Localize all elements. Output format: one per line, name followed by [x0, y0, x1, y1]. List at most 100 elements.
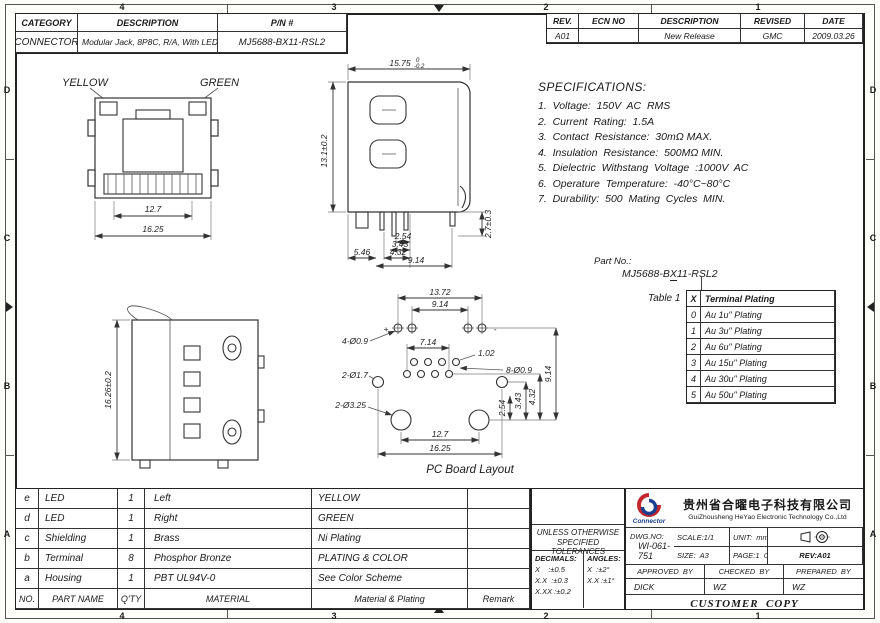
dim-1-02: 1.02 — [478, 348, 495, 358]
pcb-post-holes: 2-Ø3.25 — [334, 400, 490, 431]
terminal-plating-table: X Terminal Plating 0 Au 1u" Plating 1 Au… — [686, 290, 836, 404]
table1-cell: 2 — [687, 339, 701, 355]
bom-cell-material: Brass — [145, 529, 312, 549]
front-view: YELLOW GREEN — [48, 70, 260, 280]
zone-tick — [227, 4, 228, 13]
bom-cell-qty: 1 — [118, 489, 145, 509]
center-mark-left — [6, 302, 13, 312]
projection-symbol — [800, 531, 830, 543]
spec-item-2: 2. Current Rating: 1.5A — [538, 115, 655, 128]
checked-by-name: WZ — [705, 579, 784, 594]
center-mark-top — [434, 5, 444, 12]
zone-label-left-d: D — [3, 85, 11, 95]
revision-table: REV. ECN NO DESCRIPTION REVISED DATE A01… — [546, 13, 864, 44]
dim-2-54: 2.54 — [394, 231, 412, 241]
bom-header-qty: Q'TY — [118, 589, 145, 609]
tolerance-values: DECIMALS: X :±0.5 X.X :±0.3 X.XX :±0.2 A… — [532, 551, 624, 608]
decimals-column: DECIMALS: X :±0.5 X.X :±0.3 X.XX :±0.2 — [532, 551, 584, 608]
bom-cell-no: d — [16, 509, 39, 529]
yellow-led-label: YELLOW — [62, 77, 109, 89]
revised-header: REVISED — [741, 14, 805, 29]
spec-item-3: 3. Contact Resistance: 30mΩ MAX. — [538, 131, 713, 143]
bom-cell-part: LED — [39, 509, 118, 529]
bom-header-remark: Remark — [468, 589, 530, 609]
table1-cell: 4 — [687, 371, 701, 387]
ecn-value — [579, 29, 639, 43]
zone-label-left-b: B — [3, 381, 11, 391]
bom-cell-remark — [468, 569, 530, 589]
table1-caption: Table 1 — [648, 293, 681, 304]
rev-value: A01 — [547, 29, 579, 43]
dim-16-25-pcb: 16.25 — [429, 443, 451, 453]
sheet-outer-border — [5, 4, 875, 619]
prepared-by-name: WZ — [792, 581, 806, 592]
table1-cell: Au 15u" Plating — [701, 355, 835, 371]
scale-dwg-grid: SCALE:1/1 UNIT: mm DWG.NO: WI-061-751 SI… — [626, 528, 863, 565]
title-block: Connector 贵州省合曜电子科技有限公司 GuiZhousheng HeY… — [625, 488, 864, 610]
dim-13-72: 13.72 — [429, 287, 451, 297]
company-names: 贵州省合曜电子科技有限公司 GuiZhousheng HeYao Electro… — [672, 496, 863, 521]
dim-7-14: 7.14 — [420, 337, 437, 347]
pn-value: MJ5688-BX11-RSL2 — [218, 32, 347, 53]
part-number-block: Part No.: MJ5688-BX11-RSL2 — [594, 256, 718, 281]
dwg-no-cell: DWG.NO: WI-061-751 — [626, 528, 674, 564]
zone-label-top-4: 1 — [755, 2, 761, 12]
part-number-label: Part No.: — [594, 256, 632, 267]
side-dim-width: 15.75 0 -0.2 — [347, 58, 471, 80]
callout-4-holes: 4-Ø0.9 — [342, 336, 368, 346]
approved-by-name: DICK — [626, 579, 705, 594]
tolerance-title-line2: SPECIFIED TOLERANCES — [550, 537, 606, 557]
dim-4-32-pcb: 4.32 — [527, 388, 537, 405]
company-name-en: GuiZhousheng HeYao Electronic Technology… — [688, 513, 847, 521]
table1-cell: 3 — [687, 355, 701, 371]
part-number-value: MJ5688-BX11-RSL2 — [622, 268, 718, 281]
zone-tick — [651, 4, 652, 13]
zone-tick — [5, 455, 14, 456]
callout-8-holes: 8-Ø0.9 — [506, 365, 532, 375]
bom-cell-plating: Ni Plating — [312, 529, 468, 549]
zone-label-right-d: D — [869, 85, 877, 95]
table1-cell: 1 — [687, 323, 701, 339]
green-led-label: GREEN — [200, 77, 239, 89]
dim-12-7: 12.7 — [145, 204, 162, 214]
zone-label-right-b: B — [869, 381, 877, 391]
tolerance-title-line1: UNLESS OTHERWISE — [536, 528, 620, 537]
dwg-no-value: WI-061-751 — [638, 540, 671, 561]
dim-3-43: 3.43 — [392, 239, 409, 249]
spec-item-1: 1. Voltage: 150V AC RMS — [538, 100, 671, 112]
projection-cell — [768, 528, 863, 547]
front-dimensions: 12.7 16.25 — [94, 201, 212, 240]
bom-cell-material: Right — [145, 509, 312, 529]
bom-cell-part: Housing — [39, 569, 118, 589]
rev-description-header: DESCRIPTION — [639, 14, 741, 29]
company-name-cn: 贵州省合曜电子科技有限公司 — [682, 497, 852, 512]
contact-comb — [103, 173, 203, 195]
pcb-led-holes: + - 4-Ø0.9 — [342, 322, 497, 346]
bom-cell-no: e — [16, 489, 39, 509]
logo-box: Connector — [626, 491, 672, 525]
bom-cell-remark — [468, 489, 530, 509]
decimals-row-1: X :±0.5 — [535, 565, 565, 574]
dim-3-43-pcb: 3.43 — [513, 392, 523, 409]
spec-item-7: 7. Durability: 500 Mating Cycles MIN. — [538, 193, 726, 205]
polarity-minus: - — [494, 324, 497, 334]
bom-cell-remark — [468, 549, 530, 569]
revised-value: GMC — [741, 29, 805, 43]
signature-names-row: DICK WZ WZ — [626, 579, 863, 595]
description-value: Modular Jack, 8P8C, R/A, With LED — [78, 32, 218, 53]
dim-5-46: 5.46 — [354, 247, 371, 257]
size-cell: SIZE: A3 — [674, 547, 730, 564]
spec-item-5: 5. Dielectric Withstang Voltage :1000V A… — [538, 162, 749, 174]
zone-tick — [5, 159, 14, 160]
table1-cell: 0 — [687, 307, 701, 323]
dim-9-14-top: 9.14 — [432, 299, 449, 309]
zone-label-bottom-4: 1 — [755, 611, 761, 621]
zone-label-bottom-2: 3 — [331, 611, 337, 621]
callout-shield-holes: 2-Ø1.7 — [341, 370, 368, 380]
zone-label-left-c: C — [3, 233, 11, 243]
part-number-x: X — [669, 268, 677, 281]
bom-cell-no: b — [16, 549, 39, 569]
zone-label-bottom-3: 2 — [543, 611, 549, 621]
decimals-label: DECIMALS: — [535, 554, 577, 563]
side-view-pins — [355, 211, 456, 237]
